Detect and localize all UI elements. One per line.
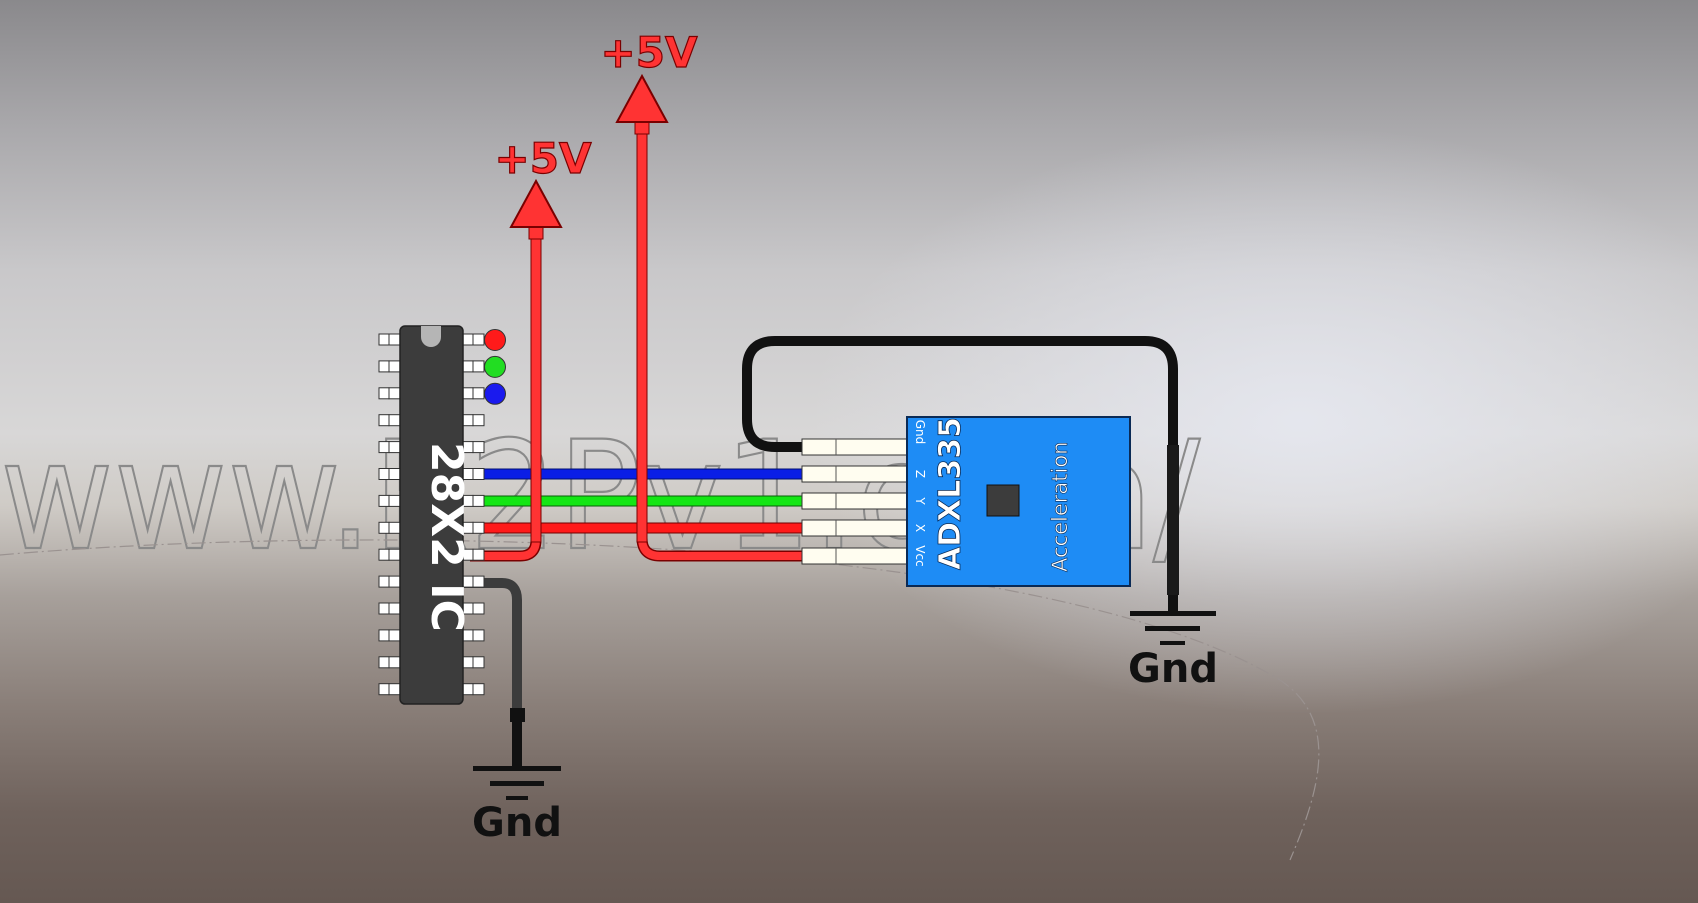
ic-pin-right-tip: [472, 521, 485, 534]
ic-pin-left: [378, 414, 390, 427]
power-label-sensor: +5V: [601, 28, 698, 77]
connector-y: [801, 492, 908, 510]
sensor-pin-label: Z: [913, 470, 927, 478]
ic-pin-left: [378, 387, 390, 400]
ic-pin-left-tip: [388, 629, 401, 642]
ic-pin-left: [378, 629, 390, 642]
ic-pin-right-tip: [472, 575, 485, 588]
ic-pin-left: [378, 548, 390, 561]
ic-pin-left: [378, 656, 390, 669]
ic-pin-right: [462, 683, 474, 696]
ground-symbol-sensor: [1130, 611, 1216, 645]
power-arrow-ic: [509, 178, 563, 240]
ic-pin-left-tip: [388, 360, 401, 373]
ic-pin-right: [462, 656, 474, 669]
connector-x: [801, 519, 908, 537]
ground-label-ic: Gnd: [472, 800, 562, 846]
ic-pin-left-tip: [388, 575, 401, 588]
ic-pin-right-tip: [472, 683, 485, 696]
power-arrow-sensor: [615, 73, 669, 135]
ic-pin-right-tip: [472, 414, 485, 427]
ic-pin-right-tip: [472, 360, 485, 373]
sensor-pin-label: X: [913, 524, 927, 532]
ic-pin-left: [378, 575, 390, 588]
sensor-connectors: [801, 438, 908, 565]
sensor-pin-label: Gnd: [913, 420, 927, 445]
green-led: [484, 355, 506, 378]
x-wire: [462, 522, 803, 534]
ic-pin-right: [462, 333, 474, 346]
adxl335-chip: [986, 484, 1020, 517]
sensor-pin-label: Y: [913, 496, 927, 505]
ic-pin-left: [378, 360, 390, 373]
ic-pin-left-tip: [388, 468, 401, 480]
ic-pin-left: [378, 683, 390, 696]
ic-pin-right-tip: [472, 468, 485, 480]
ic-pin-left-tip: [388, 333, 401, 346]
status-leds: [484, 329, 506, 405]
ic-pin-right: [462, 414, 474, 427]
red-led: [484, 329, 506, 351]
ic-pin-left-tip: [388, 548, 401, 561]
sensor-label: ADXL335: [933, 417, 968, 570]
y-wire: [462, 495, 803, 507]
sensor-gnd-wire: [742, 336, 1178, 615]
ic-pin-left: [378, 468, 390, 480]
connector-gnd: [801, 438, 908, 456]
ic-pin-left-tip: [388, 683, 401, 696]
ic-pin-left-tip: [388, 602, 401, 615]
ic-pin-left-tip: [388, 414, 401, 427]
connector-vcc: [801, 547, 908, 565]
blue-led: [484, 382, 506, 405]
ic-pin-left: [378, 333, 390, 346]
ic-pin-right-tip: [472, 494, 485, 507]
ic-pin-left: [378, 521, 390, 534]
ic-pin-right: [462, 387, 474, 400]
ic-label: 28X2 IC: [421, 442, 472, 632]
ic-pin-right: [462, 360, 474, 373]
connector-z: [801, 465, 908, 483]
ic-pin-right-tip: [472, 548, 485, 561]
ic-pin-left: [378, 494, 390, 507]
ic-pins: [378, 333, 485, 696]
ic-pin-left-tip: [388, 521, 401, 534]
ic-pin-left-tip: [388, 387, 401, 400]
ic-pin-right-tip: [472, 441, 485, 454]
ic-pin-right-tip: [472, 656, 485, 669]
ic-pin-right-tip: [472, 602, 485, 615]
ic-pin-right-tip: [472, 333, 485, 346]
ic-notch: [421, 326, 441, 347]
ground-label-sensor: Gnd: [1128, 646, 1218, 692]
sensor-pin-label: Vcc: [913, 545, 927, 566]
ic-pin-right-tip: [472, 387, 485, 400]
ic-pin-left: [378, 602, 390, 615]
ground-symbol-ic: [473, 766, 561, 800]
construction-arc: [0, 539, 1320, 861]
ic-gnd-wire: [463, 578, 522, 715]
z-wire: [462, 468, 803, 480]
sensor-sublabel: Acceleration: [1048, 442, 1072, 573]
ic-pin-left-tip: [388, 441, 401, 454]
power-label-ic: +5V: [495, 134, 592, 183]
ic-pin-right-tip: [472, 629, 485, 642]
ic-pin-left-tip: [388, 656, 401, 669]
ic-pin-left: [378, 441, 390, 454]
ic-pin-left-tip: [388, 494, 401, 507]
